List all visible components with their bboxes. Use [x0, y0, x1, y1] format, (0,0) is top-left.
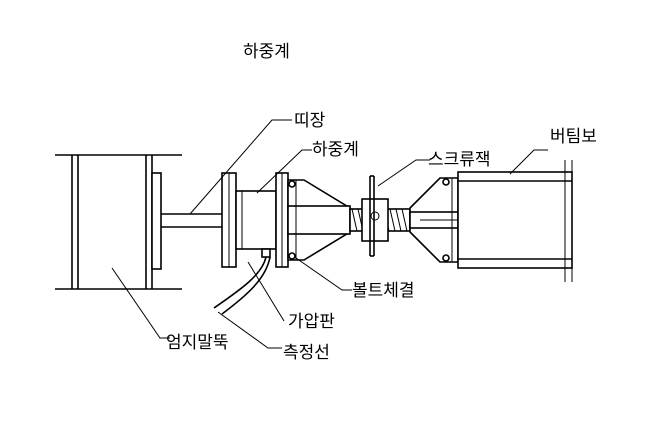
leader-strut — [509, 149, 548, 175]
strut-beam — [457, 160, 573, 282]
bracket-left — [287, 179, 351, 261]
leader-load-cell — [256, 149, 312, 194]
leader-bolt — [295, 257, 352, 291]
leader-pressure-plate — [247, 261, 285, 322]
label-strut: 버팀보 — [550, 127, 597, 147]
leader-soldier-pile — [111, 267, 170, 339]
soldier-pile — [55, 154, 182, 290]
label-load-cell: 하중계 — [312, 140, 359, 160]
connecting-rod — [161, 213, 222, 228]
label-tie: 띠장 — [294, 111, 326, 131]
label-cable: 측정선 — [283, 343, 330, 363]
label-pressure-plate: 가압판 — [288, 312, 335, 332]
measurement-cable — [213, 256, 267, 309]
label-bolt: 볼트체결 — [352, 281, 415, 301]
bracket-right — [409, 177, 459, 263]
label-screw-jack: 스크류잭 — [428, 150, 491, 170]
load-cell-body — [235, 190, 277, 258]
screw-jack — [349, 175, 411, 257]
leader-tie — [189, 119, 292, 215]
label-soldier-pile: 엄지말뚝 — [166, 333, 229, 353]
wale-plate — [221, 172, 237, 268]
pressure-plate — [275, 172, 289, 268]
leader-cable — [217, 311, 282, 349]
leader-screw-jack — [377, 159, 430, 187]
diagram-title: 하중계 — [243, 42, 290, 62]
